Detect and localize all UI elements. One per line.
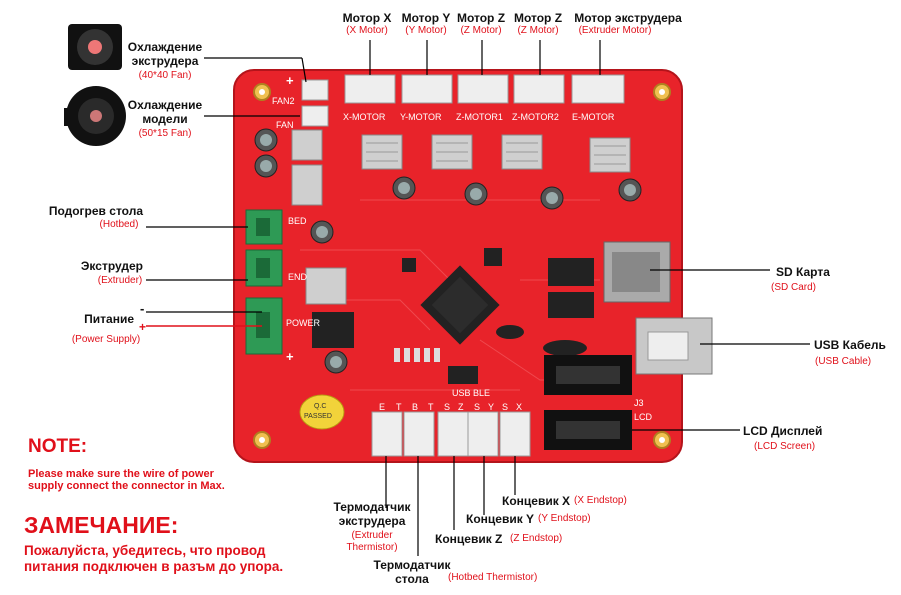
motor-z1-sub: (Z Motor)	[460, 25, 502, 36]
power-plus: +	[139, 320, 147, 334]
therm-ext-sub-1: (Extruder	[351, 530, 393, 541]
silk-y-motor: Y-MOTOR	[400, 112, 442, 122]
hotbed-sub: (Hotbed)	[99, 219, 139, 230]
lcd-screen-sub: (LCD Screen)	[754, 441, 816, 452]
extruder-fan-label-2: экструдера	[131, 54, 199, 68]
endstop-y-label: Концевик Y	[466, 512, 535, 526]
silk-fan1: FAN	[276, 120, 294, 130]
fan-blower-icon	[64, 86, 126, 146]
model-fan-label-2: модели	[142, 112, 188, 126]
therm-ext-label-2: экструдера	[338, 514, 406, 528]
motor-connectors	[344, 74, 625, 104]
hotbed-label: Подогрев стола	[48, 204, 143, 218]
mcu-chip	[420, 265, 500, 345]
endstop-pin-label: X	[516, 402, 523, 412]
endstop-pin-label: S	[502, 402, 509, 412]
sd-card-label: SD Карта	[776, 265, 830, 279]
note-title: NOTE:	[28, 436, 88, 457]
motor-x-label: Мотор X	[342, 11, 392, 25]
silk-plus-bottom: +	[286, 349, 294, 364]
silk-x-motor: X-MOTOR	[343, 112, 386, 122]
endstop-z-sub: (Z Endstop)	[510, 533, 563, 544]
note-text: Please make sure the wire of power suppl…	[28, 468, 225, 492]
mounting-holes	[253, 83, 671, 449]
extruder-fan-sub: (40*40 Fan)	[138, 70, 192, 81]
model-fan-label-1: Охлаждение	[127, 98, 203, 112]
qc-sticker	[299, 394, 345, 430]
power-minus: -	[140, 301, 145, 316]
silk-e-motor: E-MOTOR	[572, 112, 615, 122]
endstop-pin-label: S	[444, 402, 451, 412]
extruder-label: Экструдер	[80, 259, 143, 273]
endstop-pin-label: B	[412, 402, 419, 412]
motor-z2-label: Мотор Z	[513, 11, 563, 25]
extruder-fan-label-1: Охлаждение	[127, 40, 203, 54]
silk-lcd: LCD	[634, 412, 653, 422]
silk-z-motor1: Z-MOTOR1	[456, 112, 503, 122]
therm-bed-sub: (Hotbed Thermistor)	[448, 572, 538, 583]
endstop-y-sub: (Y Endstop)	[538, 513, 591, 524]
silk-j3: J3	[634, 398, 644, 408]
motor-z2-sub: (Z Motor)	[517, 25, 559, 36]
power-sub: (Power Supply)	[71, 334, 141, 345]
silk-usb-ble: USB BLE	[452, 388, 491, 398]
zamechanie-title: ЗАМЕЧАНИЕ:	[24, 512, 179, 538]
model-fan-sub: (50*15 Fan)	[138, 128, 192, 139]
endstop-pin-label: Y	[488, 402, 495, 412]
endstop-z-label: Концевик Z	[435, 532, 503, 546]
power-label: Питание	[84, 312, 134, 326]
therm-bed-label-1: Термодатчик	[373, 558, 451, 572]
endstop-pin-label: T	[428, 402, 434, 412]
silk-plus-top: +	[286, 73, 294, 88]
silk-end: END	[288, 272, 308, 282]
endstop-pin-label: T	[396, 402, 402, 412]
passed-text: PASSED	[304, 413, 332, 420]
therm-bed-label-2: стола	[395, 572, 429, 586]
endstop-x-label: Концевик X	[502, 494, 571, 508]
extruder-sub: (Extruder)	[97, 275, 143, 286]
motor-y-label: Мотор Y	[401, 11, 451, 25]
zamechanie-text: Пожалуйста, убедитесь, что провод питани…	[24, 543, 284, 574]
silk-bed: BED	[288, 216, 307, 226]
therm-ext-sub-2: Thermistor)	[346, 542, 398, 553]
motor-z1-label: Мотор Z	[456, 11, 506, 25]
usb-cable-sub: (USB Cable)	[815, 356, 872, 367]
fan-40-icon	[68, 24, 122, 70]
endstop-pin-label: Z	[458, 402, 464, 412]
fan-connectors	[301, 79, 329, 127]
qc-text: Q.C	[314, 403, 327, 410]
endstop-x-sub: (X Endstop)	[574, 495, 627, 506]
motor-x-sub: (X Motor)	[346, 25, 388, 36]
usb-cable-label: USB Кабель	[814, 338, 886, 352]
therm-ext-label-1: Термодатчик	[333, 500, 411, 514]
endstop-connectors	[371, 411, 531, 457]
silk-fan2: FAN2	[272, 96, 295, 106]
silk-z-motor2: Z-MOTOR2	[512, 112, 559, 122]
motor-e-sub: (Extruder Motor)	[578, 25, 652, 36]
endstop-pin-label: E	[379, 402, 386, 412]
sd-card-sub: (SD Card)	[771, 282, 817, 293]
leader-lines	[146, 40, 810, 556]
endstop-pin-label: S	[474, 402, 481, 412]
silk-power: POWER	[286, 318, 321, 328]
motor-y-sub: (Y Motor)	[405, 25, 447, 36]
lcd-screen-label: LCD Дисплей	[743, 424, 823, 438]
motor-e-label: Мотор экструдера	[574, 11, 682, 25]
